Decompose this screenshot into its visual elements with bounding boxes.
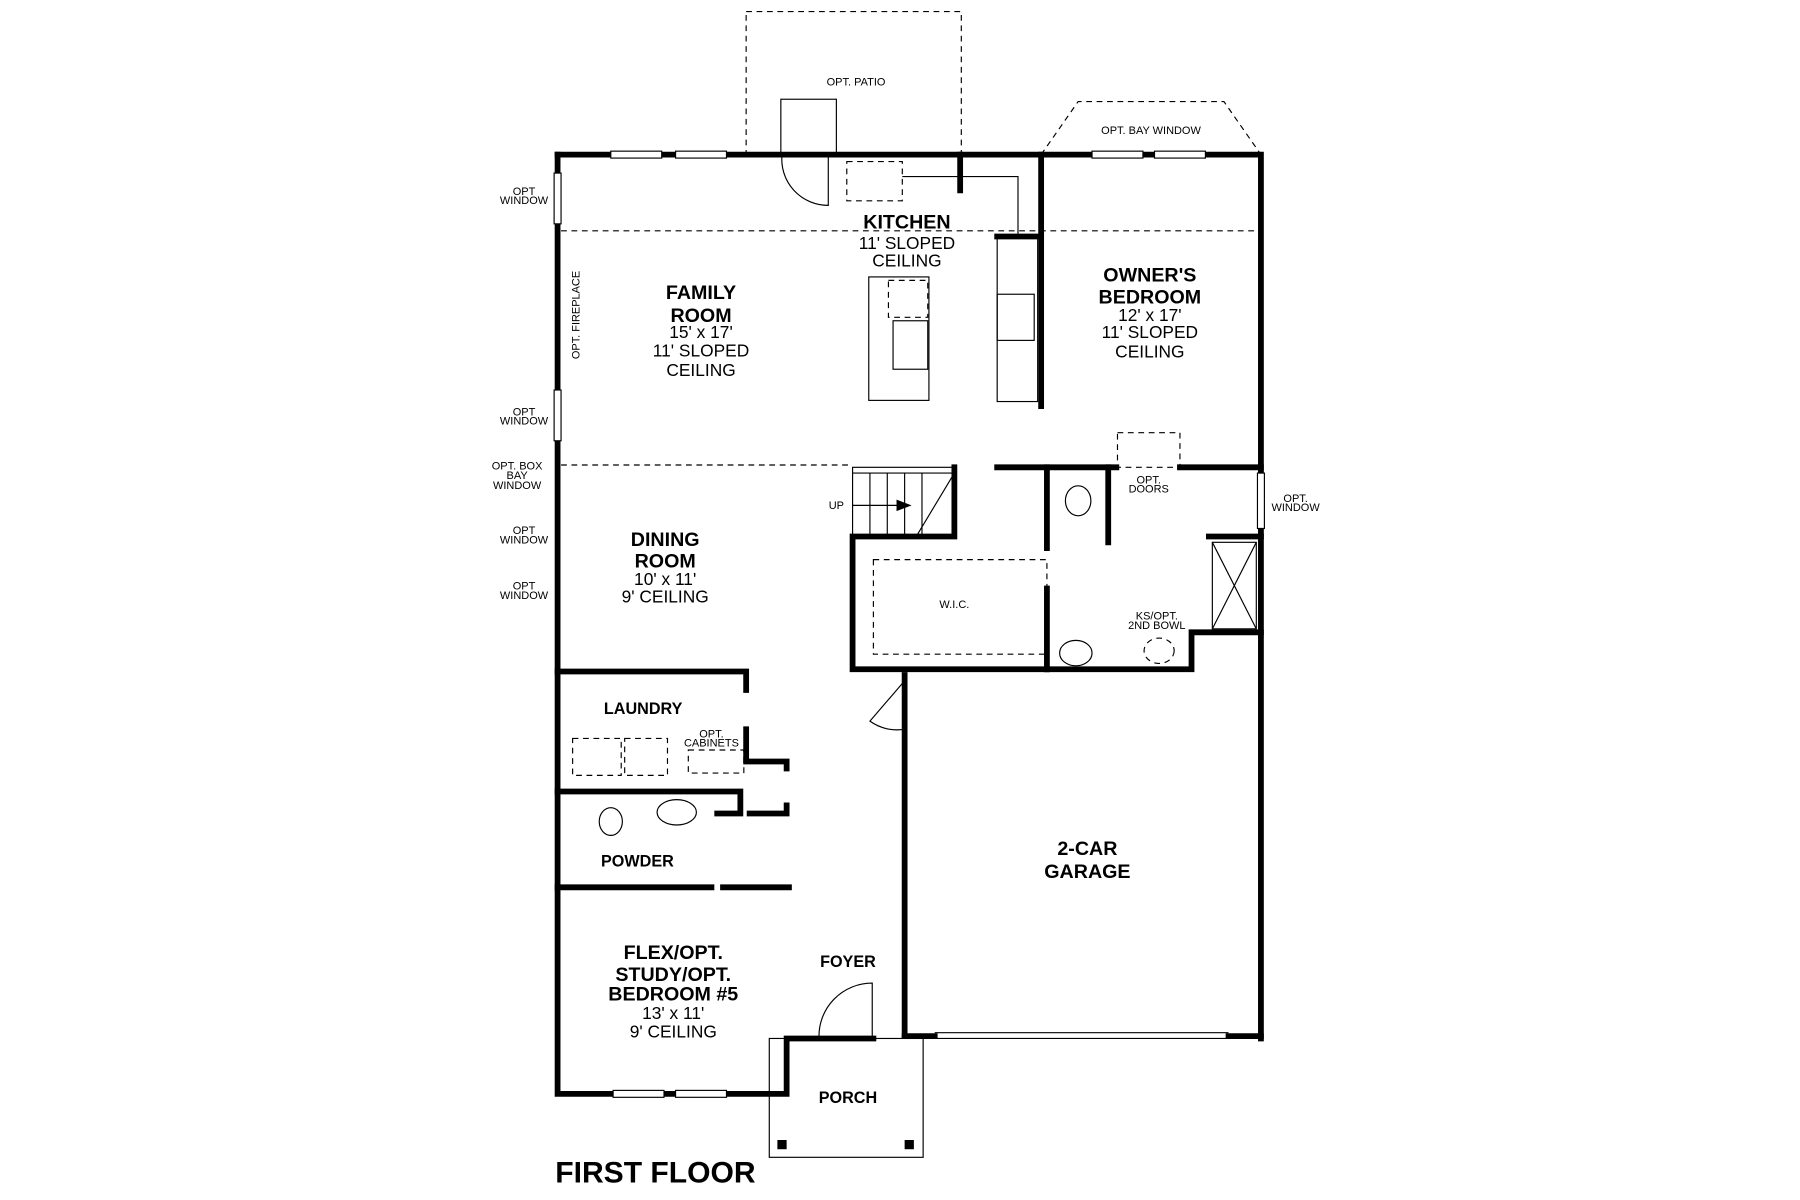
svg-text:DINING: DINING: [631, 529, 700, 551]
windows: [553, 150, 1265, 1098]
svg-text:WINDOW: WINDOW: [500, 416, 549, 428]
porch-outline: [768, 1037, 924, 1158]
chimney: [780, 98, 837, 156]
room-kitchen: KITCHEN 11' SLOPED CEILING: [859, 211, 955, 270]
room-porch: PORCH: [819, 1089, 877, 1107]
svg-text:CEILING: CEILING: [666, 360, 735, 380]
svg-text:BAY: BAY: [507, 470, 529, 482]
island-cooktop: [887, 279, 929, 318]
svg-text:BEDROOM #5: BEDROOM #5: [608, 983, 738, 1005]
svg-text:OPT: OPT: [513, 581, 536, 593]
svg-text:OPT: OPT: [513, 525, 536, 537]
svg-text:WINDOW: WINDOW: [500, 590, 549, 602]
room-foyer: FOYER: [820, 953, 876, 971]
svg-text:11' SLOPED: 11' SLOPED: [653, 341, 749, 361]
note-ks-opt-2nd-bowl: KS/OPT.2ND BOWL: [1128, 611, 1185, 632]
svg-text:WINDOW: WINDOW: [500, 534, 549, 546]
svg-text:GARAGE: GARAGE: [1044, 861, 1130, 883]
svg-text:15' x 17': 15' x 17': [669, 322, 732, 342]
svg-text:ROOM: ROOM: [635, 551, 696, 573]
room-wic: W.I.C.: [939, 599, 969, 611]
shower: [1211, 541, 1257, 630]
bath-sink: [1059, 639, 1093, 667]
room-flex: FLEX/OPT. STUDY/OPT. BEDROOM #5 13' x 11…: [608, 942, 738, 1041]
svg-text:CABINETS: CABINETS: [684, 738, 739, 750]
svg-text:12' x 17': 12' x 17': [1118, 305, 1181, 325]
refrigerator: [846, 160, 903, 202]
svg-text:BEDROOM: BEDROOM: [1099, 286, 1202, 308]
room-family: FAMILY ROOM 15' x 17' 11' SLOPED CEILING: [653, 282, 749, 380]
svg-text:OPT.: OPT.: [1283, 493, 1307, 505]
note-opt-cabinets: OPT.CABINETS: [684, 728, 739, 749]
stairs-up-label: UP: [829, 500, 844, 512]
opt-patio-outline: [745, 10, 962, 156]
toilet: [1064, 485, 1092, 517]
svg-text:CEILING: CEILING: [872, 251, 941, 271]
laundry-dryer: [624, 737, 669, 776]
svg-text:KS/OPT.: KS/OPT.: [1136, 611, 1178, 623]
svg-text:WINDOW: WINDOW: [500, 195, 549, 207]
svg-text:DOORS: DOORS: [1129, 484, 1169, 496]
svg-text:OWNER'S: OWNER'S: [1103, 265, 1196, 287]
kitchen-counter: [996, 235, 1039, 403]
room-dining: DINING ROOM 10' x 11' 9' CEILING: [622, 529, 709, 607]
svg-text:FLEX/OPT.: FLEX/OPT.: [624, 942, 723, 964]
svg-text:OPT.: OPT.: [1137, 474, 1161, 486]
svg-text:13' x 11': 13' x 11': [642, 1003, 704, 1023]
note-opt-doors: OPT.DOORS: [1129, 474, 1169, 495]
note-opt-fireplace: OPT. FIREPLACE: [571, 271, 583, 359]
kitchen-island: [868, 276, 930, 401]
svg-text:OPT: OPT: [513, 186, 536, 198]
room-owners-bedroom: OWNER'S BEDROOM 12' x 17' 11' SLOPED CEI…: [1099, 265, 1202, 362]
opt-bay-window-label: OPT. BAY WINDOW: [1101, 125, 1201, 137]
svg-text:OPT: OPT: [513, 406, 536, 418]
range: [996, 293, 1035, 341]
opt-cabinets: [687, 749, 745, 774]
laundry-washer: [572, 737, 622, 776]
svg-text:2-CAR: 2-CAR: [1057, 838, 1117, 860]
svg-text:9' CEILING: 9' CEILING: [622, 586, 709, 606]
svg-text:FAMILY: FAMILY: [666, 282, 736, 304]
opt-owners-doors: [1116, 432, 1181, 468]
svg-text:11' SLOPED: 11' SLOPED: [1102, 322, 1198, 342]
room-garage: 2-CAR GARAGE: [1044, 838, 1130, 883]
svg-text:9' CEILING: 9' CEILING: [630, 1021, 717, 1041]
svg-text:WINDOW: WINDOW: [493, 480, 542, 492]
svg-text:2ND BOWL: 2ND BOWL: [1128, 620, 1185, 632]
room-laundry: LAUNDRY: [604, 700, 683, 718]
walls: [554, 151, 1264, 1097]
svg-text:KITCHEN: KITCHEN: [863, 211, 950, 233]
island-sink: [892, 320, 929, 370]
plan-title: FIRST FLOOR: [555, 1157, 756, 1190]
foyer-door-swing: [818, 982, 873, 1039]
stairs: [851, 466, 955, 538]
svg-text:ROOM: ROOM: [670, 305, 731, 327]
svg-text:OPT.: OPT.: [699, 728, 723, 740]
note-opt-window-5: OPT.WINDOW: [1272, 493, 1321, 514]
svg-text:OPT. BOX: OPT. BOX: [492, 461, 543, 473]
opt-patio-label: OPT. PATIO: [827, 76, 886, 88]
powder-toilet: [598, 807, 623, 836]
svg-text:10' x 11': 10' x 11': [634, 569, 696, 589]
garage-door-swing: [869, 680, 906, 731]
svg-text:STUDY/OPT.: STUDY/OPT.: [615, 964, 731, 986]
wic-shelf: [872, 559, 1048, 655]
opt-second-sink: [1143, 637, 1175, 665]
powder-sink: [656, 799, 697, 826]
svg-text:CEILING: CEILING: [1115, 342, 1184, 362]
room-powder: POWDER: [601, 853, 674, 871]
patio-door-swing: [781, 154, 829, 206]
svg-text:11' SLOPED: 11' SLOPED: [859, 233, 955, 253]
opt-bay-window-outline: [1040, 100, 1262, 155]
svg-text:WINDOW: WINDOW: [1272, 502, 1321, 514]
